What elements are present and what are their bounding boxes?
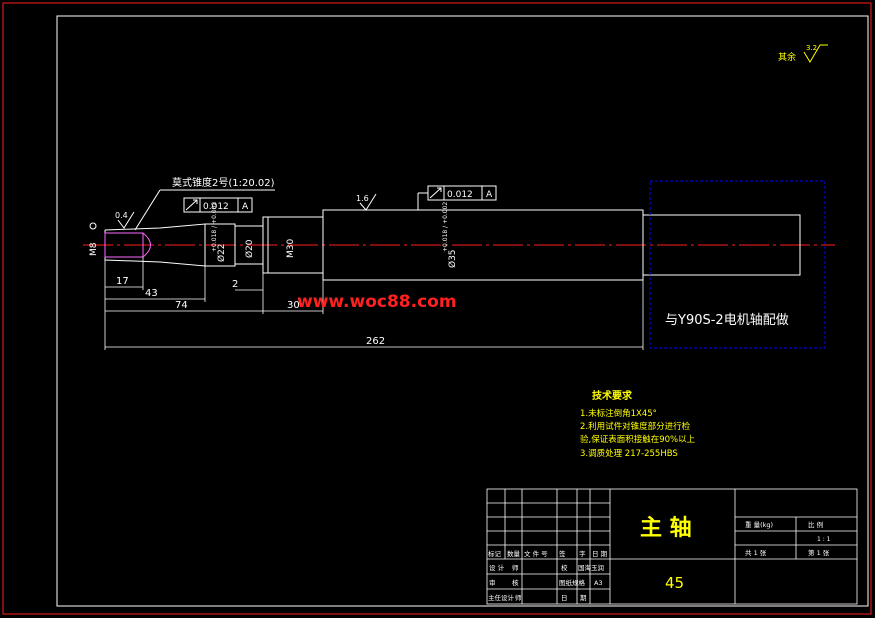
roughness-left: 0.4 (115, 211, 128, 220)
row2-approve: 日 (561, 594, 568, 602)
label-m8: M8 (89, 242, 99, 256)
title-block (486, 488, 858, 605)
rev-header-1: 数量 (507, 549, 521, 558)
rev-headers: 标记 数量 文 件 号 签 字 日 期 (488, 549, 608, 558)
rev-header-0: 标记 (488, 549, 502, 558)
roughness-left-icon (117, 211, 135, 229)
tech-item-3: 验,保证表面积接触在90%以上 (580, 434, 696, 445)
label-d35: Ø35 (447, 249, 458, 268)
taper-note: 莫式锥度2号(1:20.02) (172, 176, 275, 189)
tol-left-value: 0.012 (203, 202, 229, 212)
roughness-mid-icon (359, 193, 377, 211)
m8-mark-icon (89, 222, 97, 230)
title-block-frame (486, 488, 858, 605)
tolerance-left: 0.012 A (183, 197, 253, 213)
rev-header-5: 日 期 (592, 550, 608, 558)
row0-name: 国海玉润 (578, 563, 604, 572)
row0-approve: 校 (561, 563, 568, 572)
tech-item-1: 1.未标注倒角1X45° (580, 408, 657, 419)
row2-role: 主任设计 (488, 593, 515, 602)
dim-74-label: 74 (175, 300, 188, 311)
tech-title: 技术要求 (592, 389, 633, 402)
tech-requirements: 技术要求 1.未标注倒角1X45° 2.利用试件对锥度部分进行检 验,保证表面积… (580, 389, 696, 459)
rev-header-2: 文 件 号 (524, 549, 548, 558)
roughness-icon (803, 44, 828, 63)
roughness-mid: 1.6 (356, 194, 369, 203)
sign-rows: 设 计 师 校 国海玉润 审 核 图纸规格 A3 主任设计 师 日 期 (488, 563, 604, 602)
part-name: 主 轴 (640, 515, 692, 541)
row0-sign: 师 (512, 563, 519, 572)
sheet-no: 第 1 张 (808, 548, 830, 557)
tol-left-datum: A (242, 202, 249, 212)
label-d20: Ø20 (244, 239, 255, 258)
title-block-text: 主 轴 45 重 量(kg) 比 例 1 : 1 共 1 张 第 1 张 (640, 515, 831, 592)
drawing-frame (56, 15, 869, 607)
motor-box (649, 180, 826, 349)
dim-2-label: 2 (232, 279, 238, 290)
sheets-total: 共 1 张 (745, 548, 767, 557)
dim-30-label: 30 (287, 300, 300, 311)
label-d22: Ø22 (216, 243, 227, 262)
tol-right-datum: A (486, 190, 493, 200)
weight-label: 重 量(kg) (745, 521, 773, 529)
roughness-other: 其余 3.2 (778, 44, 828, 63)
material: 45 (665, 574, 684, 592)
watermark: www.woc88.com (297, 292, 457, 312)
label-m30: M30 (286, 239, 296, 258)
rev-header-3: 签 (559, 549, 566, 558)
rev-header-4: 字 (579, 549, 586, 558)
thread-hole-end (142, 232, 151, 258)
row1-name: A3 (594, 579, 603, 587)
scale-value: 1 : 1 (817, 536, 831, 543)
motor-shaft-section (642, 214, 801, 276)
row0-role: 设 计 (489, 563, 505, 572)
tolerance-right: 0.012 A (417, 185, 497, 210)
tol-right-value: 0.012 (447, 190, 473, 200)
scale-label: 比 例 (808, 520, 823, 529)
runout-icon-right (429, 187, 442, 199)
tech-item-4: 3.调质处理 217-255HBS (580, 448, 678, 459)
row1-sign: 核 (512, 578, 519, 587)
tech-item-2: 2.利用试件对锥度部分进行检 (580, 421, 691, 432)
row2-sign: 师 (515, 593, 522, 602)
dim-262-label: 262 (366, 336, 385, 347)
row1-role: 审 (489, 578, 496, 587)
row1-approve: 图纸规格 (559, 578, 586, 587)
label-d22-tol: +0.018 / +0.002 (211, 202, 218, 252)
row2-name: 期 (580, 594, 587, 602)
roughness-label: 其余 (778, 51, 796, 63)
roughness-value: 3.2 (806, 44, 817, 52)
taper-leader-diag (134, 189, 161, 231)
label-d35-tol: +0.018 / +0.002 (442, 202, 449, 252)
taper-annotation: 莫式锥度2号(1:20.02) (134, 176, 275, 231)
motor-note: 与Y90S-2电机轴配做 (665, 313, 789, 328)
dim-43-label: 43 (145, 288, 158, 299)
dimension-lines (104, 257, 644, 350)
runout-icon (185, 199, 198, 211)
thread-hole (104, 232, 144, 258)
tol-left-frame (183, 197, 253, 213)
dim-17-label: 17 (116, 276, 129, 287)
